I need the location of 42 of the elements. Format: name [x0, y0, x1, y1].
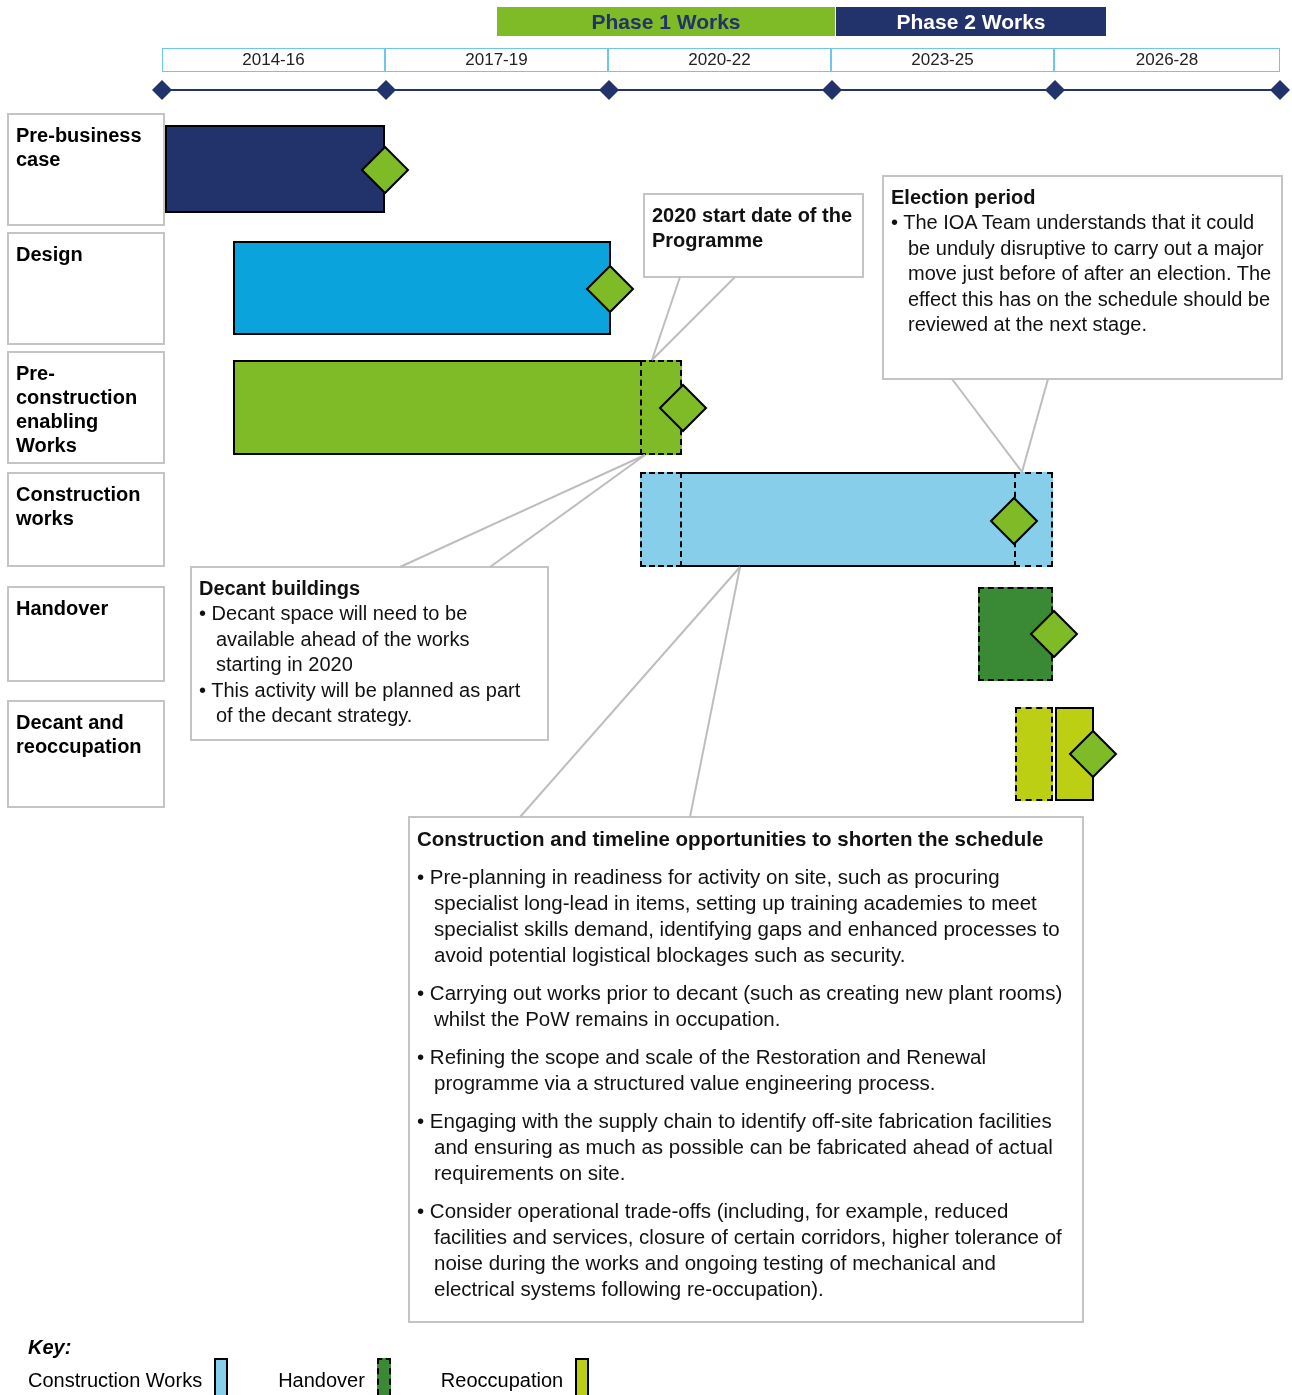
gantt-bar — [165, 125, 385, 213]
period-cell: 2020-22 — [608, 48, 831, 72]
bullet-text: • This activity will be planned as part of the decant strategy. — [199, 677, 522, 728]
leader-line — [519, 566, 741, 818]
period-cell: 2026-28 — [1054, 48, 1280, 72]
callout-heading: Construction and timeline opportunities to shorten the schedule — [417, 826, 1045, 852]
callout-text: 2020 start date of the Programme — [652, 203, 854, 254]
phase-band: Phase 2 Works — [836, 7, 1106, 36]
callout-box — [408, 816, 1084, 1323]
leader-line — [951, 378, 1023, 473]
callout-box — [643, 193, 864, 278]
leader-line — [651, 276, 681, 361]
row-label: Handover — [7, 586, 165, 682]
gantt-bar — [1015, 707, 1053, 801]
bullet-text: • Carrying out works prior to decant (such as creating new plant rooms) whilst the PoW remains in occupation. — [417, 980, 1064, 1033]
callout-box — [882, 175, 1283, 380]
callout-box — [190, 566, 549, 741]
bullet-text: • Refining the scope and scale of the Restoration and Renewal programme via a structured value engineering process. — [417, 1044, 987, 1097]
bullet-text: • Engaging with the supply chain to identify off-site fabrication facilities and ensuring as much as possible can be fabricated ahead of actual requirements on site. — [417, 1108, 1054, 1187]
gantt-bar — [978, 587, 1053, 681]
period-cell: 2017-19 — [385, 48, 608, 72]
row-label: Pre-construction enabling Works — [7, 351, 165, 464]
callout-heading: Decant buildings — [199, 576, 362, 601]
row-label: Pre-business case — [7, 113, 165, 226]
bullet-text: • Pre-planning in readiness for activity on site, such as procuring specialist long-lead in items, setting up training academies to meet specialist skills demand, identifying gaps and enhanced processes to avoid potential logistical blockages such as security. — [417, 864, 1061, 969]
phase-band: Phase 1 Works — [497, 7, 835, 36]
callout-heading: Election period — [891, 185, 1037, 210]
row-label: Construction works — [7, 472, 165, 567]
period-cell: 2023-25 — [831, 48, 1054, 72]
bullet-text: • Consider operational trade-offs (including, for example, reduced facilities and services, closure of certain corridors, higher tolerance of noise during the works and ongoing testing of mechanical and electrical systems following re-occupation). — [417, 1198, 1063, 1303]
leader-line — [399, 454, 646, 568]
legend-text: Handover — [278, 1369, 365, 1391]
gantt-bar — [640, 472, 1053, 567]
row-label: Decant and reoccupation — [7, 700, 165, 808]
gantt-bar — [233, 241, 611, 335]
key-heading: Key: — [28, 1336, 72, 1359]
legend-text: Reoccupation — [440, 1369, 564, 1391]
legend-text: Construction Works — [28, 1369, 203, 1391]
period-cell: 2014-16 — [162, 48, 385, 72]
bullet-text: • Decant space will need to be available ahead of the works starting in 2020 — [199, 601, 471, 678]
bullet-text: • The IOA Team understands that it could be unduly disruptive to carry out a major move just before of after an election. The effect this has on the schedule should be reviewed at the next stage. — [891, 210, 1273, 337]
row-label: Design — [7, 232, 165, 345]
